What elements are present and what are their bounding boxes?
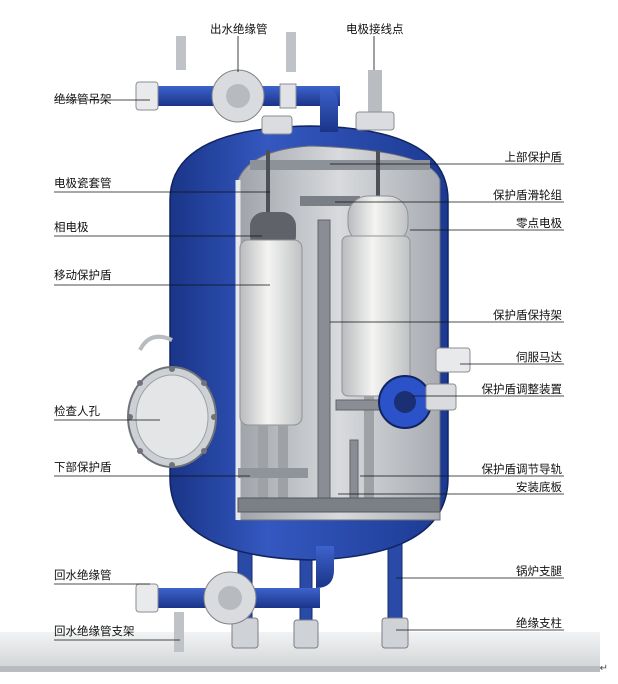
label-return-insulating-pipe: 回水绝缘管: [54, 568, 112, 582]
label-movable-shield: 移动保护盾: [54, 268, 112, 282]
label-mounting-base: 安装底板: [516, 480, 562, 494]
lower-shield: [238, 468, 308, 478]
label-electrode-ceramic-bushing: 电极瓷套管: [54, 176, 112, 190]
label-inspection-manhole: 检查人孔: [54, 404, 100, 418]
mounting-base: [237, 497, 441, 513]
pulley-block: [300, 196, 360, 206]
label-outlet-insulating-pipe: 出水绝缘管: [210, 22, 268, 36]
label-electrode-terminal: 电极接线点: [346, 22, 404, 36]
label-phase-electrode: 相电极: [54, 220, 89, 234]
label-return-pipe-support: 回水绝缘管支架: [54, 624, 135, 638]
label-shield-adjuster: 保护盾调整装置: [481, 382, 563, 396]
label-upper-shield: 上部保护盾: [504, 150, 563, 164]
electrode-terminal: [261, 70, 395, 135]
return-insulating-pipe: [135, 546, 334, 652]
outlet-insulating-pipe: [135, 32, 340, 132]
label-shield-guide-rail: 保护盾调节导轨: [481, 462, 563, 476]
servo-motor-and-adjuster: [378, 347, 471, 429]
inspection-manhole: [127, 334, 217, 468]
label-insulating-post: 绝缘支柱: [516, 616, 562, 630]
label-shield-holder: 保护盾保持架: [493, 308, 562, 322]
phase-electrode: [239, 212, 303, 500]
insulating-posts: [231, 617, 409, 649]
label-servo-motor: 伺服马达: [516, 350, 562, 364]
floor-edge: [0, 666, 600, 672]
zero-electrode: [341, 195, 411, 500]
label-insulated-pipe-hanger: 绝缘管吊架: [54, 92, 112, 106]
leader-lines: [54, 36, 564, 641]
label-shield-pulley-set: 保护盾滑轮组: [493, 188, 562, 202]
upper-shield: [250, 160, 430, 170]
label-zero-electrode: 零点电极: [516, 216, 562, 230]
return-mark: ↵: [599, 663, 608, 674]
label-lower-shield: 下部保护盾: [54, 460, 112, 474]
label-boiler-leg: 锅炉支腿: [516, 564, 562, 578]
